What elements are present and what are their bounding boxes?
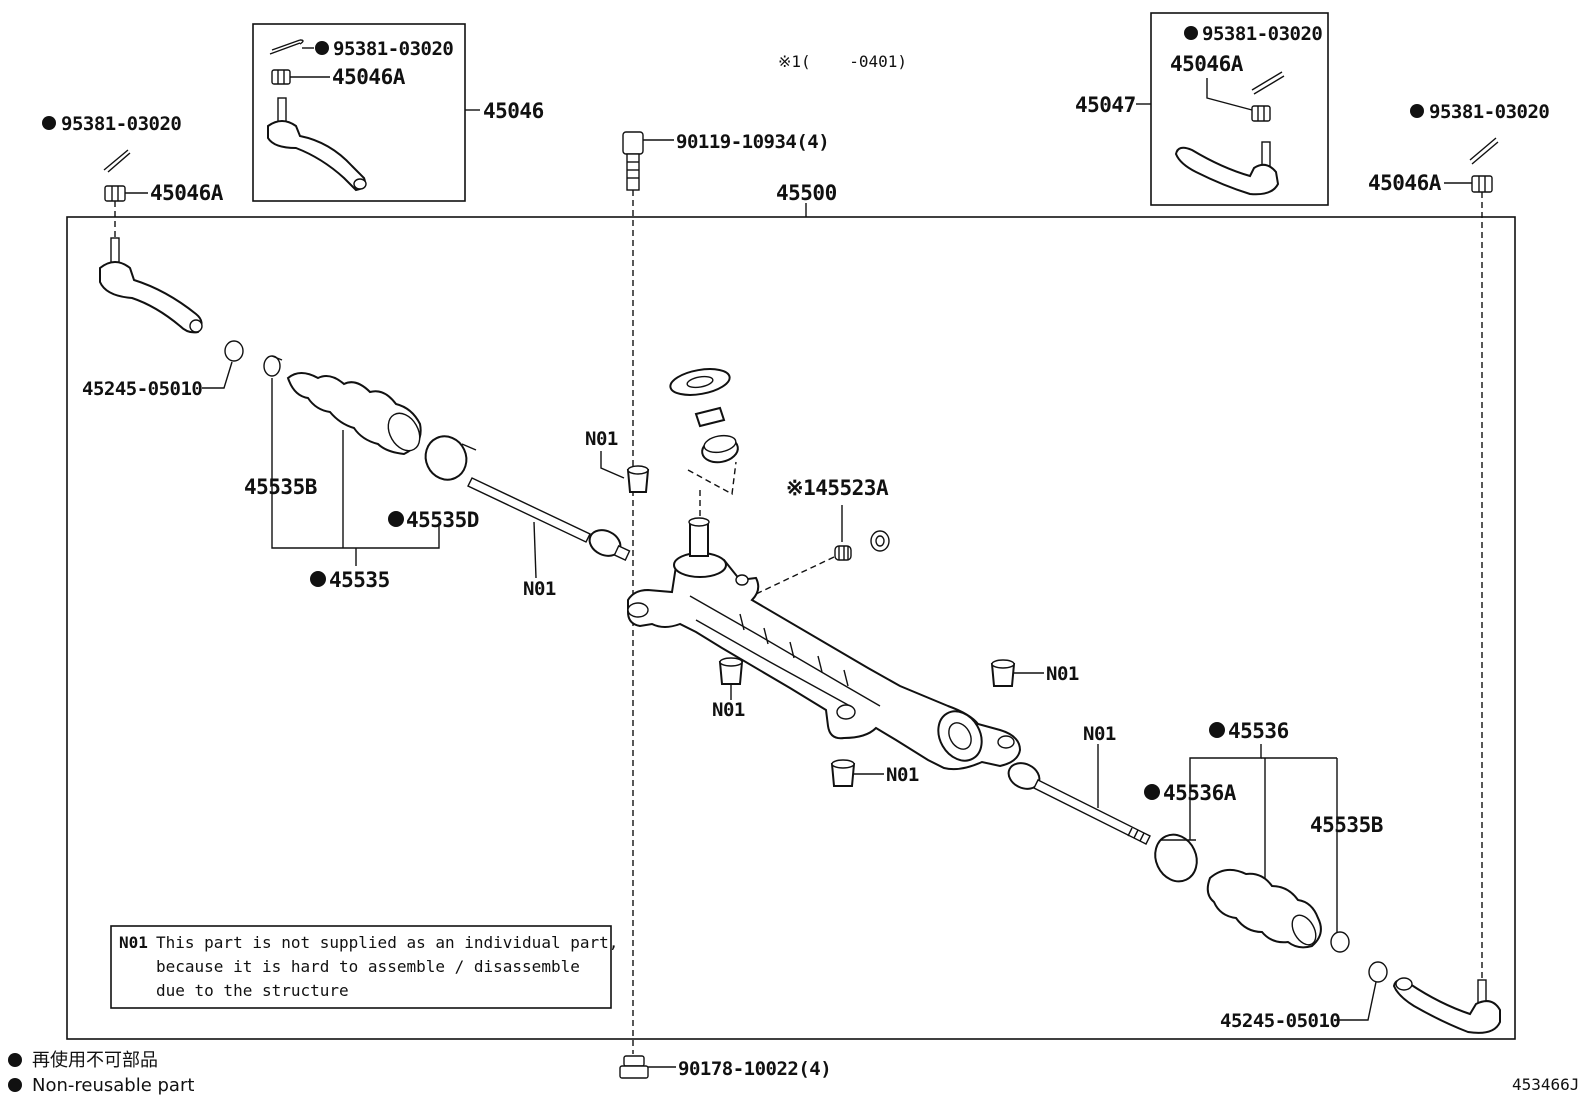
label-45046A-box-right[interactable]: 45046A <box>1170 52 1244 76</box>
castle-nut-icon <box>1471 175 1493 193</box>
pinion-seal-stack-icon <box>669 368 739 516</box>
label-45046[interactable]: 45046 <box>483 99 544 123</box>
tie-rod-end-icon <box>1174 141 1280 196</box>
label-N01-center-lower[interactable]: N01 <box>712 699 745 721</box>
valve-spring-icon <box>834 545 852 561</box>
note-line-3: due to the structure <box>156 981 349 1000</box>
label-90178-10022[interactable]: 90178-10022(4) <box>678 1058 832 1080</box>
label-95381-03020-box-left[interactable]: 95381-03020 <box>333 38 454 60</box>
label-N01-rod-right[interactable]: N01 <box>1083 723 1116 745</box>
non-reusable-dot <box>388 511 404 527</box>
cotter-pin-icon <box>269 39 304 55</box>
label-90119-10934[interactable]: 90119-10934(4) <box>676 131 830 153</box>
label-N01-right-upper[interactable]: N01 <box>1046 663 1079 685</box>
label-45047[interactable]: 45047 <box>1075 93 1136 117</box>
boot-clamp-right-icon <box>1154 833 1198 883</box>
note-code: N01 <box>119 933 148 952</box>
clip-icon <box>224 340 244 362</box>
bushing-icon <box>990 659 1016 687</box>
note-line-2: because it is hard to assemble / disasse… <box>156 957 580 976</box>
label-45523A[interactable]: ※145523A <box>786 476 889 500</box>
label-45536A[interactable]: 45536A <box>1163 781 1237 805</box>
non-reusable-dot <box>315 41 329 55</box>
label-95381-03020-box-right[interactable]: 95381-03020 <box>1202 23 1323 45</box>
tie-rod-end-right-icon <box>1392 977 1501 1034</box>
label-N01-upper[interactable]: N01 <box>585 428 618 450</box>
non-reusable-dot <box>42 116 56 130</box>
note-line-1: This part is not supplied as an individu… <box>156 933 618 952</box>
bushing-icon <box>830 759 856 787</box>
dust-boot-left-icon <box>286 372 422 456</box>
label-95381-03020-right[interactable]: 95381-03020 <box>1429 101 1550 123</box>
non-reusable-dot <box>1184 26 1198 40</box>
note-box <box>110 925 612 1009</box>
castle-nut-icon <box>271 69 291 85</box>
label-45500[interactable]: 45500 <box>776 181 837 205</box>
steering-rack-housing-icon <box>627 517 1022 771</box>
label-45535D[interactable]: 45535D <box>406 508 479 532</box>
tie-rod-end-icon <box>267 97 367 192</box>
label-45535B-left[interactable]: 45535B <box>244 475 317 499</box>
label-45245-05010-left[interactable]: 45245-05010 <box>82 378 203 400</box>
label-note-0401: ※1( -0401) <box>778 52 907 71</box>
castle-nut-icon <box>104 185 126 202</box>
tie-rod-end-lh-box <box>252 23 466 202</box>
bushing-icon <box>718 657 744 685</box>
legend-dot-en <box>8 1078 22 1092</box>
label-45536[interactable]: 45536 <box>1228 719 1289 743</box>
inner-tie-rod-left-icon <box>467 477 631 561</box>
legend-jp: 再使用不可部品 <box>32 1050 158 1071</box>
label-45046A-left[interactable]: 45046A <box>150 181 224 205</box>
non-reusable-dot <box>1410 104 1424 118</box>
legend-dot-jp <box>8 1053 22 1067</box>
bushing-icon <box>626 465 650 493</box>
cotter-pin-icon <box>103 149 131 173</box>
inner-tie-rod-right-icon <box>1007 762 1151 845</box>
label-45046A-right[interactable]: 45046A <box>1368 171 1442 195</box>
non-reusable-dot <box>1209 722 1225 738</box>
castle-nut-icon <box>1251 105 1271 122</box>
non-reusable-dot <box>1144 784 1160 800</box>
diagram-id: 453466J <box>1512 1075 1579 1094</box>
boot-band-icon <box>263 355 283 377</box>
tie-rod-end-left-icon <box>99 237 203 334</box>
boot-band-icon <box>1330 931 1350 953</box>
legend-en: Non-reusable part <box>32 1075 194 1096</box>
label-95381-03020-left[interactable]: 95381-03020 <box>61 113 182 135</box>
boot-clamp-left-icon <box>424 435 477 481</box>
label-N01-rod-left[interactable]: N01 <box>523 578 556 600</box>
valve-cap-icon <box>870 530 890 552</box>
tie-rod-end-rh-box <box>1150 12 1329 206</box>
label-45245-05010-right[interactable]: 45245-05010 <box>1220 1010 1341 1032</box>
flange-nut-icon <box>619 1055 649 1079</box>
bolt-icon <box>622 131 644 191</box>
assembly-frame <box>66 216 1516 1040</box>
clip-icon <box>1368 961 1388 983</box>
cotter-pin-icon <box>1251 71 1285 95</box>
label-45535B-right[interactable]: 45535B <box>1310 813 1383 837</box>
label-45535[interactable]: 45535 <box>329 568 390 592</box>
label-45046A-box-left[interactable]: 45046A <box>332 65 406 89</box>
cotter-pin-icon <box>1469 137 1499 165</box>
non-reusable-dot <box>310 571 326 587</box>
label-N01-center-bottom[interactable]: N01 <box>886 764 919 786</box>
dust-boot-right-icon <box>1206 868 1322 949</box>
